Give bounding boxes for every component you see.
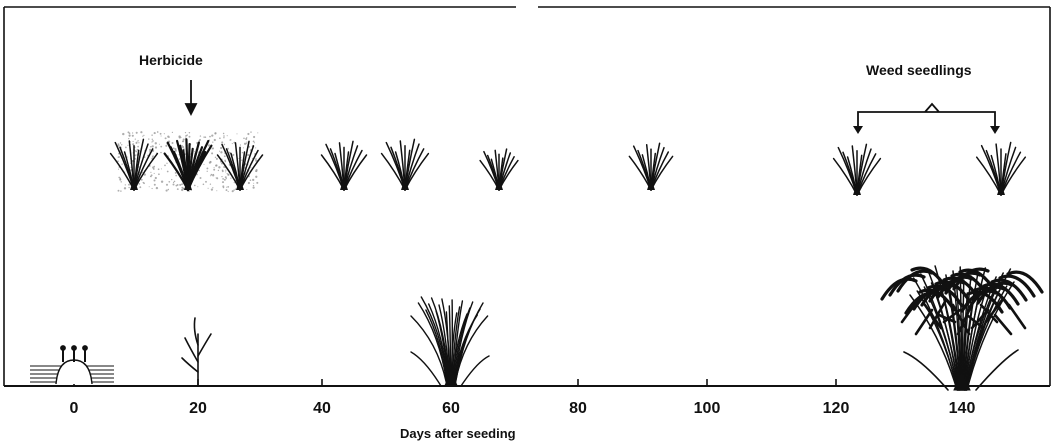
weed-seedling-6 — [479, 148, 519, 191]
rice-growth-stages — [30, 265, 1044, 391]
herbicide-arrow — [184, 80, 198, 117]
weed-seedling-4 — [320, 140, 368, 191]
weed-seedlings-row — [109, 138, 1027, 196]
tick-label-60: 60 — [442, 400, 460, 417]
weed-seedling-1 — [109, 138, 159, 191]
weed-seedling-2 — [163, 138, 213, 192]
frame — [3, 6, 1051, 386]
weed-seedlings-bracket — [857, 102, 996, 128]
tick-label-80: 80 — [569, 400, 587, 417]
tillering-plant-60 — [410, 296, 490, 387]
tick-label-100: 100 — [693, 400, 721, 417]
weed-seedling-8 — [832, 143, 882, 196]
weed-seedling-5 — [380, 138, 430, 191]
tick-label-120: 120 — [822, 400, 850, 417]
weed-seedling-3 — [216, 140, 264, 191]
herbicide-label: Herbicide — [139, 52, 203, 68]
axis-title: Days after seeding — [400, 426, 516, 441]
seeded-water-stage — [30, 345, 114, 385]
tick-label-0: 0 — [69, 400, 79, 417]
tick-label-40: 40 — [313, 400, 331, 417]
tick-marks — [73, 379, 963, 386]
mature-plant-140 — [880, 265, 1044, 391]
weed-seedling-7 — [628, 142, 674, 191]
weed-seedling-9 — [975, 141, 1027, 196]
seedling-stage-20 — [181, 317, 212, 387]
tick-label-20: 20 — [189, 400, 207, 417]
weed-seedlings-label: Weed seedlings — [866, 62, 972, 78]
bracket-arrowheads — [853, 126, 1000, 134]
tick-label-140: 140 — [948, 400, 976, 417]
